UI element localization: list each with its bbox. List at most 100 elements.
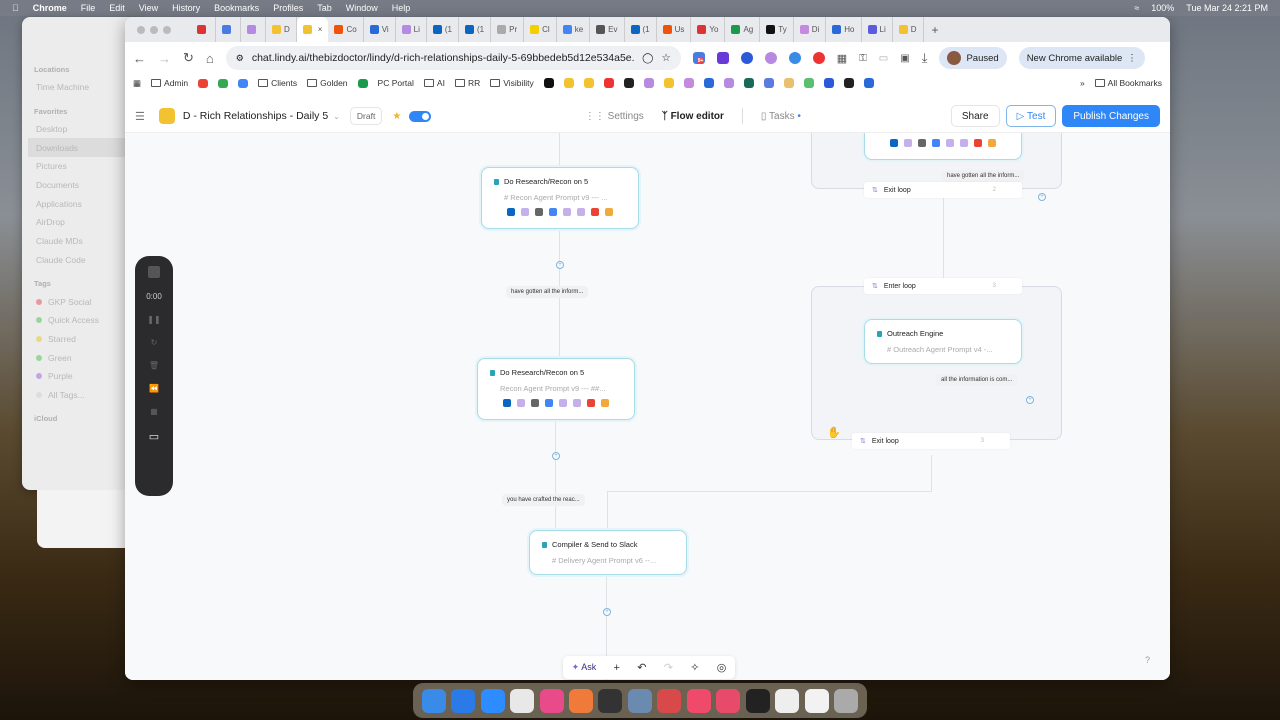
browser-tab[interactable]: D (893, 17, 924, 42)
extension-icon[interactable] (764, 52, 777, 64)
settings-tab[interactable]: ⋮⋮ Settings (584, 110, 644, 122)
finder-item-selected[interactable]: Downloads (28, 138, 138, 158)
browser-tab[interactable]: Us (657, 17, 692, 42)
bookmark-icon[interactable] (803, 78, 814, 88)
eye-off-icon[interactable]: ◯ (642, 52, 654, 64)
bookmark-icon[interactable] (723, 78, 734, 88)
url-text[interactable]: chat.lindy.ai/thebizdoctor/lindy/d-rich-… (251, 52, 635, 64)
agent-node[interactable]: Do Research/Recon on 5 Recon Agent Promp… (477, 358, 635, 420)
dock-app-icon[interactable] (539, 688, 564, 713)
bookmark-icon[interactable] (563, 78, 574, 88)
extension-icon[interactable] (788, 52, 801, 64)
apple-icon[interactable]:  (12, 3, 19, 13)
bookmark-folder[interactable]: Golden (307, 78, 348, 88)
dock-app-icon[interactable] (657, 688, 682, 713)
gmail-bookmark-icon[interactable] (198, 78, 209, 88)
bookmark-folder[interactable]: RR (454, 78, 480, 88)
wifi-icon[interactable]: ≈ (1134, 3, 1140, 13)
finder-item[interactable]: Claude Code (36, 254, 86, 265)
dock-app-icon[interactable] (510, 688, 535, 713)
menu-file[interactable]: File (74, 3, 96, 13)
agent-node-partial[interactable] (864, 133, 1022, 160)
browser-tab[interactable]: Pr (491, 17, 525, 42)
agent-node[interactable]: Compiler & Send to Slack # Delivery Agen… (529, 530, 687, 575)
restart-icon[interactable]: ↻ (150, 338, 158, 347)
bookmark-link[interactable]: PC Portal (377, 78, 414, 88)
dock-app-icon[interactable] (686, 688, 711, 713)
finder-item[interactable]: AirDrop (36, 217, 65, 228)
bookmark-icon[interactable] (743, 78, 754, 88)
browser-tab[interactable]: (1 (625, 17, 657, 42)
grid-icon[interactable]: ▦ (150, 407, 158, 416)
browser-tab[interactable]: Ag (725, 17, 761, 42)
bookmark-icon[interactable] (703, 78, 714, 88)
help-button[interactable]: ? (1145, 655, 1151, 665)
add-step-button[interactable]: + (552, 452, 560, 460)
bookmark-icon[interactable] (663, 78, 674, 88)
pause-icon[interactable]: ❚❚ (147, 315, 161, 324)
clock[interactable]: Tue Mar 24 2:21 PM (1186, 3, 1268, 13)
dock-app-icon[interactable] (568, 688, 593, 713)
bookmark-icon[interactable] (823, 78, 834, 88)
back-icon[interactable]: ← (133, 50, 146, 66)
condition-label[interactable]: you have crafted the reac... (502, 494, 585, 506)
ask-button[interactable]: ✦ Ask (571, 662, 597, 672)
browser-tab[interactable]: Li (396, 17, 427, 42)
battery-status[interactable]: 100% (1151, 3, 1175, 13)
test-button[interactable]: ▷ Test (1005, 105, 1057, 127)
update-chrome-button[interactable]: New Chrome available⋮ (1018, 47, 1145, 69)
bookmark-icon[interactable] (683, 78, 694, 88)
tag-item[interactable]: Quick Access (34, 311, 142, 330)
bookmark-folder[interactable]: AI (423, 78, 445, 88)
tab-search-icon[interactable]: ▣ (900, 52, 910, 64)
condition-label[interactable]: all the information is com... (936, 374, 1018, 386)
browser-tab[interactable]: ke (557, 17, 591, 42)
extension-icon[interactable]: 9+ (692, 52, 705, 64)
dock-app-icon[interactable] (627, 688, 652, 713)
password-key-icon[interactable]: ⚿ (859, 52, 867, 64)
menu-history[interactable]: History (165, 3, 200, 13)
profile-button[interactable]: Paused (939, 47, 1007, 69)
share-button[interactable]: Share (950, 105, 1000, 127)
apps-grid-icon[interactable]: ▦ (133, 77, 142, 88)
camera-icon[interactable]: ▭ (148, 431, 160, 443)
new-tab-icon[interactable]: + (931, 22, 939, 37)
bookmark-icon[interactable] (863, 78, 874, 88)
bookmark-icon[interactable] (643, 78, 654, 88)
fit-view-icon[interactable]: ◎ (716, 662, 727, 674)
agent-node[interactable]: Outreach Engine # Outreach Agent Prompt … (864, 319, 1022, 364)
close-tab-icon[interactable]: × (317, 25, 323, 34)
browser-tab[interactable]: Vi (364, 17, 396, 42)
menu-icon[interactable]: ☰ (135, 110, 145, 123)
enable-toggle[interactable] (409, 110, 432, 122)
drive-bookmark-icon[interactable] (218, 78, 229, 88)
extension-icon[interactable] (716, 52, 729, 64)
extensions-puzzle-icon[interactable]: ▦ (836, 52, 848, 65)
condition-label[interactable]: have gotten all the inform... (942, 170, 1025, 182)
add-step-button[interactable]: + (603, 608, 611, 616)
dock-app-icon[interactable] (834, 688, 859, 713)
finder-item[interactable]: Applications (36, 198, 82, 209)
forward-icon[interactable]: → (158, 50, 171, 66)
publish-changes-button[interactable]: Publish Changes (1062, 105, 1160, 127)
browser-tab[interactable] (241, 17, 266, 42)
tasks-tab[interactable]: ▯ Tasks • (760, 110, 801, 122)
browser-tab[interactable]: D (266, 17, 297, 42)
add-step-button[interactable]: + (1038, 193, 1046, 201)
flow-editor-tab[interactable]: ᛉ Flow editor (661, 110, 724, 122)
tag-item[interactable]: Starred (34, 330, 142, 349)
bookmark-star-icon[interactable]: ☆ (661, 52, 671, 64)
browser-tab[interactable]: Cl (524, 17, 557, 42)
pinterest-icon[interactable] (812, 52, 825, 64)
browser-tab[interactable]: Ty (760, 17, 794, 42)
dock-app-icon[interactable] (716, 688, 741, 713)
browser-tab[interactable]: Co (328, 17, 364, 42)
undo-icon[interactable]: ↶ (637, 662, 647, 674)
agent-title[interactable]: D - Rich Relationships - Daily 5 (182, 110, 329, 122)
bookmark-icon[interactable] (623, 78, 634, 88)
cast-icon[interactable]: ▭ (878, 52, 889, 64)
bookmark-icon[interactable] (603, 78, 614, 88)
finder-item[interactable]: Documents (36, 180, 79, 191)
dock-app-icon[interactable] (421, 688, 446, 713)
finder-item[interactable]: Claude MDs (36, 236, 83, 247)
